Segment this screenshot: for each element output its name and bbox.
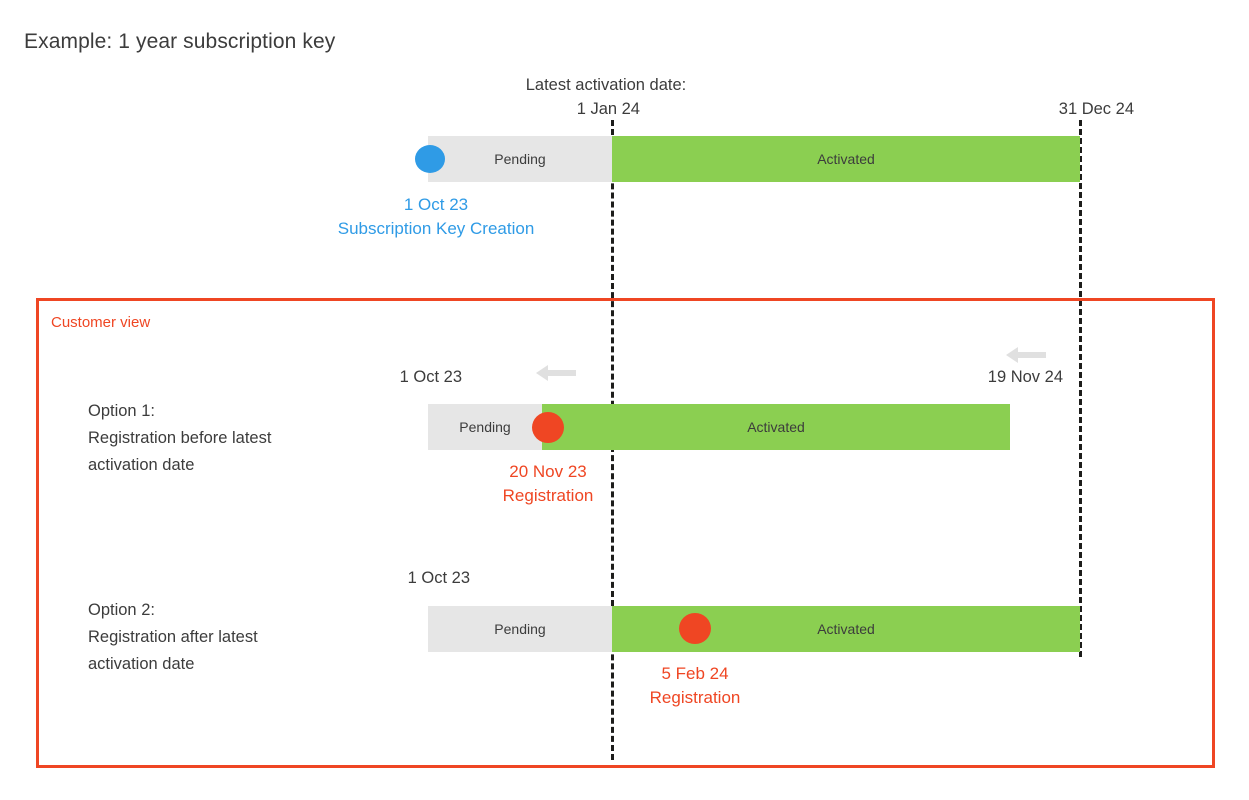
option-1-activated-label: Activated	[747, 419, 805, 435]
option-2-description-line1: Registration after latest	[88, 628, 258, 647]
key-timeline-pending-bar: Pending	[428, 136, 612, 182]
option-2-activated-label: Activated	[817, 621, 875, 637]
subscription-key-creation-marker-icon	[415, 145, 445, 173]
option-1-heading: Option 1:	[88, 402, 155, 420]
option-1-end-date-label: 19 Nov 24	[987, 368, 1063, 386]
guide-line-subscription-end-date	[1079, 120, 1082, 657]
latest-activation-date-label: 1 Jan 24	[576, 100, 640, 118]
option-1-registration-callout: 20 Nov 23 Registration	[503, 460, 594, 508]
subscription-end-date-label: 31 Dec 24	[1058, 100, 1134, 118]
subscription-key-creation-callout: 1 Oct 23 Subscription Key Creation	[338, 193, 535, 241]
option-2-registration-callout: 5 Feb 24 Registration	[650, 662, 741, 710]
option-1-description-line2: activation date	[88, 456, 195, 475]
option-2-registration-marker-icon	[679, 613, 711, 644]
key-timeline-activated-bar: Activated	[612, 136, 1080, 182]
latest-activation-caption: Latest activation date:	[525, 76, 687, 94]
option-2-pending-label: Pending	[494, 621, 546, 637]
option-1-pending-label: Pending	[459, 419, 511, 435]
key-timeline-pending-label: Pending	[494, 151, 546, 167]
option-2-pending-bar: Pending	[428, 606, 612, 652]
option-1-start-arrow-icon	[536, 365, 576, 381]
subscription-key-creation-caption: Subscription Key Creation	[337, 219, 535, 239]
page-title: Example: 1 year subscription key	[24, 30, 336, 53]
option-2-registration-date: 5 Feb 24	[661, 664, 729, 683]
option-2-description-line2: activation date	[88, 655, 195, 674]
option-2-start-date-label: 1 Oct 23	[407, 569, 470, 587]
option-1-activated-bar: Activated	[542, 404, 1010, 450]
customer-view-frame	[36, 298, 1215, 768]
option-2-registration-caption: Registration	[649, 688, 741, 708]
option-1-registration-marker-icon	[532, 412, 564, 443]
option-1-description: Option 1: Registration before latest act…	[88, 398, 271, 480]
option-1-pending-bar: Pending	[428, 404, 542, 450]
key-timeline-activated-label: Activated	[817, 151, 875, 167]
option-2-description: Option 2: Registration after latest acti…	[88, 597, 258, 679]
subscription-key-creation-date: 1 Oct 23	[403, 195, 469, 214]
option-1-start-date-label: 1 Oct 23	[399, 368, 462, 386]
option-1-description-line1: Registration before latest	[88, 429, 272, 448]
option-2-heading: Option 2:	[88, 601, 155, 619]
customer-view-title: Customer view	[51, 314, 151, 331]
option-1-registration-date: 20 Nov 23	[509, 462, 587, 481]
option-1-registration-caption: Registration	[502, 486, 594, 506]
option-1-end-arrow-icon	[1006, 347, 1046, 363]
